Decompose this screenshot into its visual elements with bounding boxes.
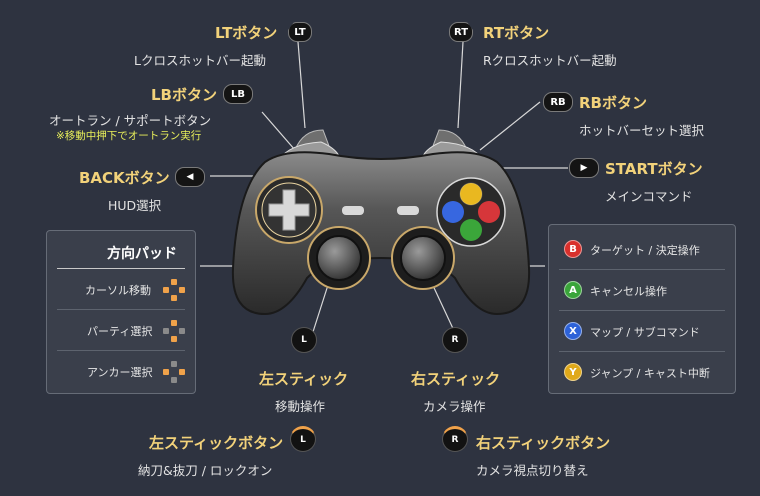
start-button-icon: ▶ <box>569 158 599 178</box>
lb-desc: オートラン / サポートボタン <box>49 113 212 128</box>
left-stick-icon: L <box>291 327 317 353</box>
dpad-updown-icon <box>163 320 185 342</box>
divider <box>559 351 725 352</box>
face-buttons-panel: B ターゲット / 決定操作 A キャンセル操作 X マップ / サブコマンド … <box>548 224 736 394</box>
rt-chip-label: RT <box>453 26 469 38</box>
right-stick-button-title: 右スティックボタン <box>476 434 611 452</box>
face-key: Y <box>569 366 577 378</box>
divider <box>57 350 185 351</box>
rt-title: RTボタン <box>483 24 550 42</box>
right-stick-icon: R <box>442 327 468 353</box>
start-desc: メインコマンド <box>605 189 693 204</box>
dpad-item-label: パーティ選択 <box>87 325 153 338</box>
lt-desc: Lクロスホットバー起動 <box>134 53 266 68</box>
lb-note: ※移動中押下でオートラン実行 <box>56 130 202 142</box>
right-stick-badge-label: R <box>451 335 459 345</box>
left-stick-desc: 移動操作 <box>275 399 326 414</box>
left-stick-title: 左スティック <box>259 370 349 388</box>
b-button-icon: B <box>564 240 582 258</box>
lb-button-icon: LB <box>223 84 253 104</box>
divider <box>559 269 725 270</box>
lt-button-icon: LT <box>288 22 312 42</box>
dpad-panel: 方向パッド カーソル移動 パーティ選択 アンカー選択 <box>46 230 196 394</box>
lb-title: LBボタン <box>151 86 217 104</box>
divider <box>559 310 725 311</box>
right-stick-button-desc: カメラ視点切り替え <box>476 463 589 478</box>
right-stick-desc: カメラ操作 <box>423 399 486 414</box>
a-button-icon: A <box>564 281 582 299</box>
left-stick-button-desc: 納刀&抜刀 / ロックオン <box>138 463 273 478</box>
face-item-label: ジャンプ / キャスト中断 <box>590 367 710 380</box>
rt-button-icon: RT <box>449 22 473 42</box>
rb-desc: ホットバーセット選択 <box>579 123 705 138</box>
y-button-icon: Y <box>564 363 582 381</box>
dpad-item-label: カーソル移動 <box>85 284 151 297</box>
x-button-icon: X <box>564 322 582 340</box>
back-title: BACKボタン <box>79 169 170 187</box>
start-chip-label: ▶ <box>580 163 588 173</box>
back-chip-label: ◀ <box>186 172 194 182</box>
rb-title: RBボタン <box>579 94 647 112</box>
dpad-panel-title: 方向パッド <box>107 246 177 262</box>
dpad-leftright-icon <box>163 361 185 383</box>
face-item-label: キャンセル操作 <box>590 285 667 298</box>
left-stick-press-label: L <box>300 435 306 445</box>
lt-title: LTボタン <box>215 24 278 42</box>
face-item-label: マップ / サブコマンド <box>590 326 700 339</box>
dpad-all-icon <box>163 279 185 301</box>
start-title: STARTボタン <box>605 160 703 178</box>
rt-desc: Rクロスホットバー起動 <box>483 53 617 68</box>
face-item-label: ターゲット / 決定操作 <box>590 244 700 257</box>
left-stick-button-title: 左スティックボタン <box>149 434 284 452</box>
back-desc: HUD選択 <box>108 198 162 213</box>
left-stick-press-icon: L <box>290 426 316 452</box>
dpad-item-label: アンカー選択 <box>87 366 153 379</box>
back-button-icon: ◀ <box>175 167 205 187</box>
rb-button-icon: RB <box>543 92 573 112</box>
right-stick-press-label: R <box>451 435 459 445</box>
lt-chip-label: LT <box>294 26 306 38</box>
gamepad-illustration <box>231 129 531 316</box>
face-key: B <box>569 243 577 255</box>
divider <box>57 309 185 310</box>
rb-chip-label: RB <box>550 96 566 108</box>
face-key: X <box>569 325 577 337</box>
right-stick-title: 右スティック <box>411 370 501 388</box>
face-key: A <box>569 284 577 296</box>
right-stick-press-icon: R <box>442 426 468 452</box>
divider <box>57 268 185 269</box>
lb-chip-label: LB <box>231 88 245 100</box>
left-stick-badge-label: L <box>301 335 307 345</box>
